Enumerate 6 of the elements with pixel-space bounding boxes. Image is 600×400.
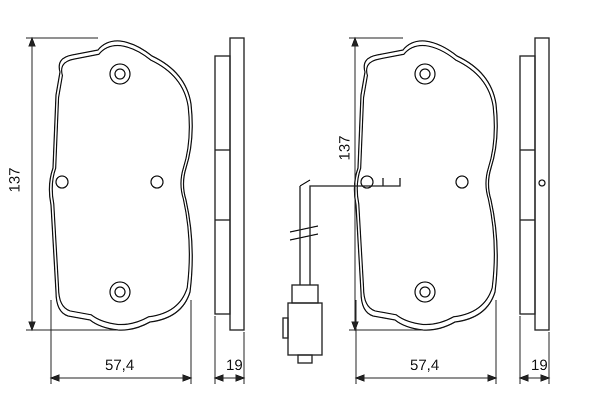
dimension-label: 19 (531, 358, 548, 374)
dimension-label: 19 (226, 358, 243, 374)
dimension-label: 57,4 (410, 358, 440, 374)
dimension-label: 137 (338, 135, 354, 161)
dimension-label: 137 (8, 167, 24, 193)
dimension-label: 57,4 (105, 358, 134, 374)
